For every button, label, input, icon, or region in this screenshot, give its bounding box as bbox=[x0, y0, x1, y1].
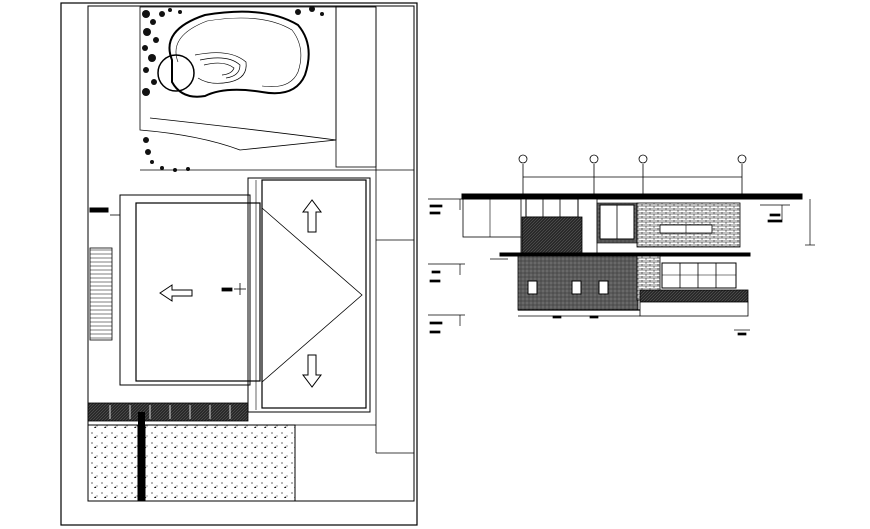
upper-window bbox=[525, 198, 579, 218]
paving-left bbox=[87, 424, 139, 502]
pool-icon bbox=[168, 10, 310, 98]
grid-marker-icon bbox=[737, 154, 747, 164]
grid-markers bbox=[518, 154, 747, 195]
house-roof-plan bbox=[119, 177, 371, 413]
shrub-cluster bbox=[142, 6, 324, 172]
plinth bbox=[639, 301, 749, 317]
paving-right bbox=[144, 424, 296, 502]
roof-slope-arrow-up bbox=[302, 199, 322, 233]
neighbor-wall bbox=[335, 6, 377, 168]
lower-window bbox=[598, 280, 609, 295]
pool-garden bbox=[139, 6, 337, 172]
garden-outline bbox=[139, 6, 337, 151]
level-tag-right bbox=[760, 199, 815, 246]
grid-marker-icon bbox=[589, 154, 599, 164]
jacuzzi-icon bbox=[157, 54, 195, 92]
carport-canopy bbox=[462, 198, 524, 238]
lower-glazing bbox=[661, 262, 737, 289]
stairs bbox=[89, 247, 113, 341]
roof-slope-arrow-left bbox=[159, 284, 193, 302]
site-plan bbox=[60, 2, 418, 526]
roof-slope-arrow-down bbox=[302, 354, 322, 388]
roof-slab bbox=[461, 193, 803, 200]
level-tags bbox=[428, 198, 508, 334]
pool-steps bbox=[194, 52, 247, 84]
grid-marker-icon bbox=[638, 154, 648, 164]
lower-window bbox=[527, 280, 538, 295]
front-elevation bbox=[428, 154, 815, 336]
balcony-glass bbox=[521, 216, 583, 254]
lower-window bbox=[571, 280, 582, 295]
site-plan-border bbox=[60, 2, 418, 526]
dimension-line-bottom bbox=[518, 315, 750, 336]
hedge-strip bbox=[87, 402, 249, 422]
level-marker bbox=[221, 283, 246, 295]
grid-marker-icon bbox=[518, 154, 528, 164]
